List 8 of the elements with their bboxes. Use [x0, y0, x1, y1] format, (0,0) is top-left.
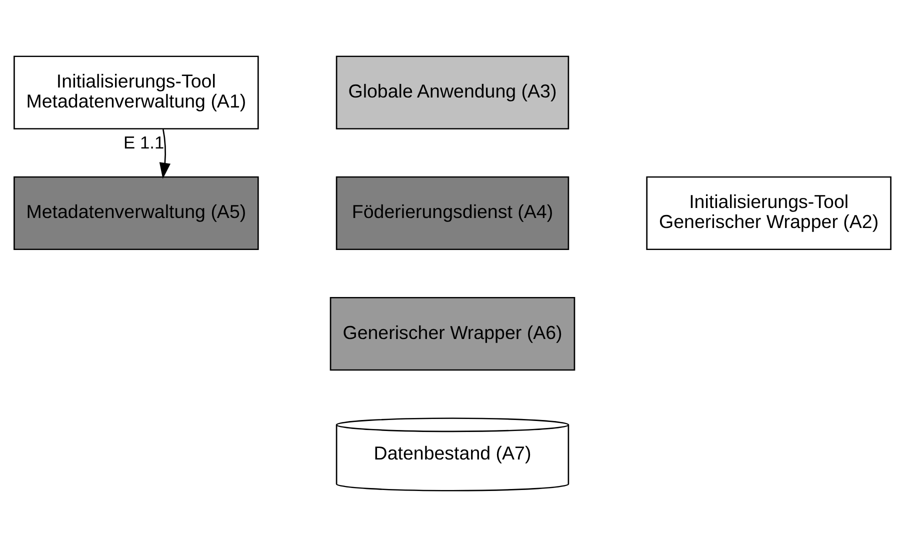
node-box: Initialisierungs-Tool Generischer Wrapper (A2): [646, 176, 892, 250]
arrow: [159, 129, 171, 179]
edge-label: E 1.1: [124, 132, 164, 152]
node-box: Föderierungsdienst (A4): [336, 176, 570, 250]
node-box: Initialisierungs-Tool Metadatenverwaltung (A1): [14, 56, 259, 130]
node-box: Globale Anwendung (A3): [336, 56, 570, 130]
node-box: Generischer Wrapper (A6): [330, 296, 576, 371]
node-box: Metadatenverwaltung (A5): [14, 176, 259, 250]
